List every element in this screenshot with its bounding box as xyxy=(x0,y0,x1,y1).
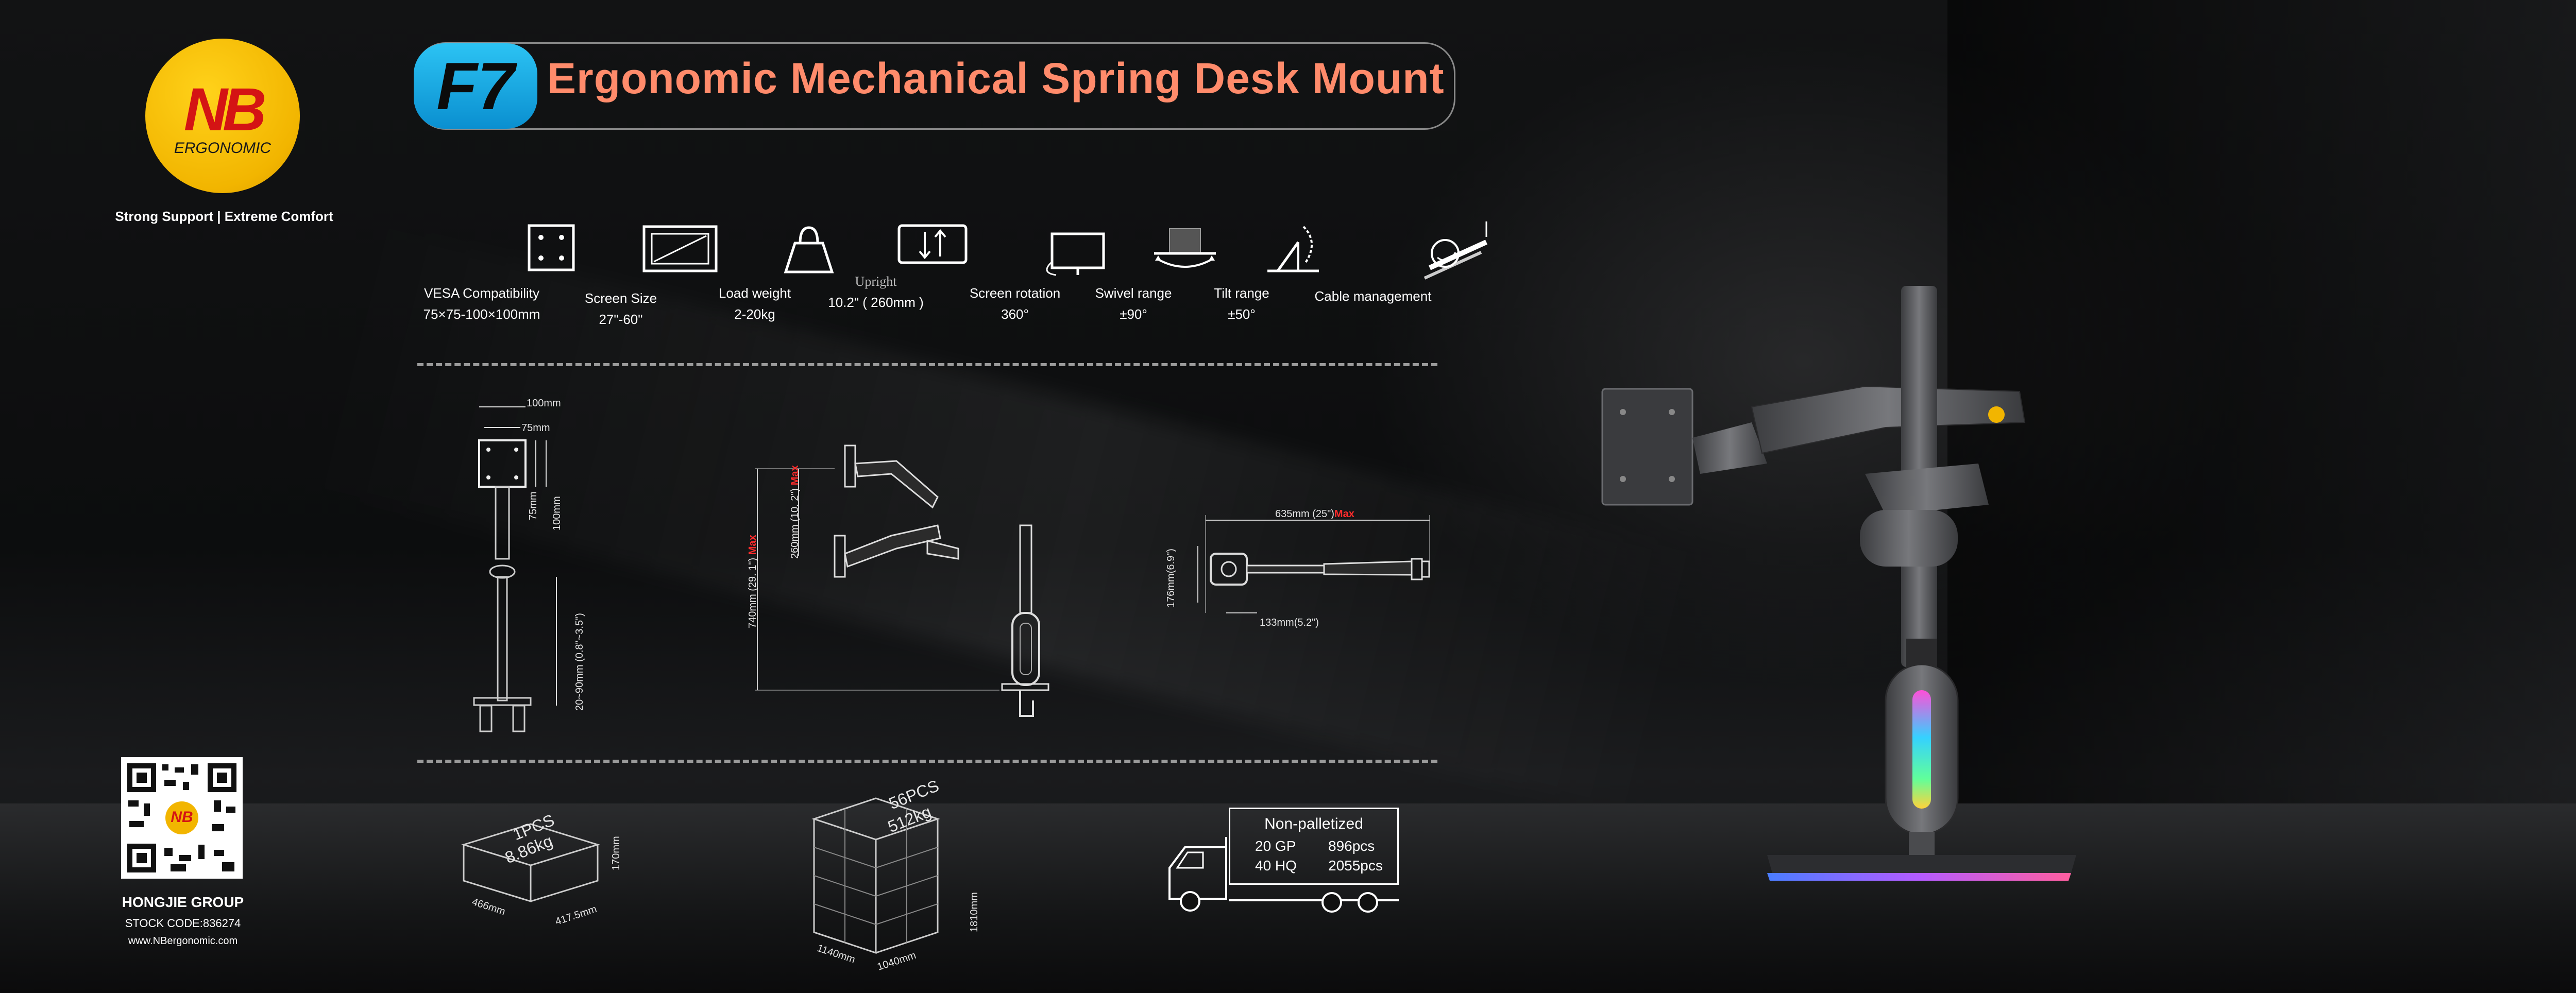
pallet-drawing xyxy=(811,797,940,954)
brand-logo: NB ERGONOMIC xyxy=(145,39,300,193)
floor xyxy=(0,803,2576,993)
tilt-icon xyxy=(1190,221,1319,278)
screen-size-icon xyxy=(562,221,718,278)
dim-label: 100mm xyxy=(551,496,563,530)
dim-label: 170mm xyxy=(611,836,622,870)
max-label: Max xyxy=(789,465,801,486)
feature-value: 10.2" ( 260mm ) xyxy=(828,295,924,310)
feature-rotation: Screen rotation 360° xyxy=(953,221,1105,322)
website: www.NBergonomic.com xyxy=(128,935,238,947)
feature-screen-size: Screen Size 27"-60" xyxy=(562,221,718,328)
feature-tilt: Tilt range ±50° xyxy=(1190,221,1319,322)
feature-value: 360° xyxy=(1001,306,1029,322)
backdrop-wall xyxy=(1947,0,2576,834)
tagline: Strong Support | Extreme Comfort xyxy=(115,209,333,224)
truck-icon xyxy=(1168,837,1227,912)
container-qty: 896pcs xyxy=(1328,838,1375,854)
dim-label: 260mm (10. 2") Max xyxy=(789,465,801,559)
max-label: Max xyxy=(1334,508,1354,520)
divider xyxy=(417,363,1437,366)
feature-label: Swivel range xyxy=(1095,285,1172,301)
stock-code: STOCK CODE:836274 xyxy=(125,917,241,930)
qr-logo: NB xyxy=(171,809,193,826)
dim-label: 75mm xyxy=(521,422,550,434)
dim-value: 740mm (29. 1") xyxy=(747,557,758,628)
model-name: F7 xyxy=(436,48,515,124)
qr-code-pattern xyxy=(127,763,236,872)
feature-label: Cable management xyxy=(1314,288,1432,304)
cable-icon xyxy=(1298,221,1488,288)
shipping-title: Non-palletized xyxy=(1264,815,1363,832)
feature-swivel: Swivel range ±90° xyxy=(1082,221,1216,322)
model-badge: F7 xyxy=(414,43,537,129)
weight-icon xyxy=(701,221,834,278)
dim-value: 635mm (25") xyxy=(1275,508,1334,520)
feature-value: ±50° xyxy=(1228,306,1256,322)
container-qty: 2055pcs xyxy=(1328,858,1383,874)
feature-label: Screen rotation xyxy=(969,285,1061,301)
max-label: Max xyxy=(747,535,758,555)
front-view-drawing xyxy=(473,406,557,732)
dim-label: 1810mm xyxy=(969,892,980,932)
single-box-drawing xyxy=(461,823,601,903)
vesa-icon xyxy=(412,221,575,278)
feature-label: Load weight xyxy=(718,285,791,301)
feature-load-weight: Load weight 2-20kg xyxy=(701,221,834,322)
feature-vesa: VESA Compatibility 75×75-100×100mm xyxy=(412,221,575,322)
feature-value: 27"-60" xyxy=(599,312,643,327)
side-view-drawing xyxy=(755,444,1049,717)
shipping-info: Non-palletized 20 GP 896pcs 40 HQ 2055pc… xyxy=(1229,808,1399,885)
company-name: HONGJIE GROUP xyxy=(122,894,244,910)
feature-cable-management: Cable management xyxy=(1298,221,1488,304)
feature-label: Screen Size xyxy=(584,290,657,306)
top-view-drawing xyxy=(1197,515,1430,613)
feature-label: Tilt range xyxy=(1214,285,1269,301)
truck-trailer xyxy=(1229,892,1399,913)
dim-label: 740mm (29. 1") Max xyxy=(747,535,759,628)
product-image xyxy=(1601,286,2076,881)
dim-value: 260mm (10. 2") xyxy=(789,488,801,559)
divider xyxy=(417,760,1437,763)
rotation-icon xyxy=(953,221,1105,278)
container-type: 40 HQ xyxy=(1255,858,1297,874)
container-type: 20 GP xyxy=(1255,838,1296,854)
dim-label: 176mm(6.9") xyxy=(1165,549,1177,608)
upright-icon xyxy=(819,221,968,278)
feature-upright: Upright 10.2" ( 260mm ) xyxy=(819,221,968,311)
dim-label: 20~90mm (0.8"~3.5") xyxy=(574,613,585,711)
page-title: Ergonomic Mechanical Spring Desk Mount xyxy=(547,54,1445,102)
logo-subtitle: ERGONOMIC xyxy=(174,140,272,157)
dim-label: 100mm xyxy=(527,398,561,409)
dim-label: 635mm (25")Max xyxy=(1275,508,1354,520)
feature-label: Upright xyxy=(855,274,897,289)
feature-value: 75×75-100×100mm xyxy=(423,306,540,322)
qr-code: NB xyxy=(121,757,243,879)
dim-label: 75mm xyxy=(528,491,539,520)
logo-mark: NB xyxy=(183,76,266,144)
dim-label: 133mm(5.2") xyxy=(1260,617,1319,628)
feature-value: 2-20kg xyxy=(734,306,775,322)
swivel-icon xyxy=(1082,221,1216,278)
feature-label: VESA Compatibility xyxy=(424,285,539,301)
feature-value: ±90° xyxy=(1120,306,1147,322)
